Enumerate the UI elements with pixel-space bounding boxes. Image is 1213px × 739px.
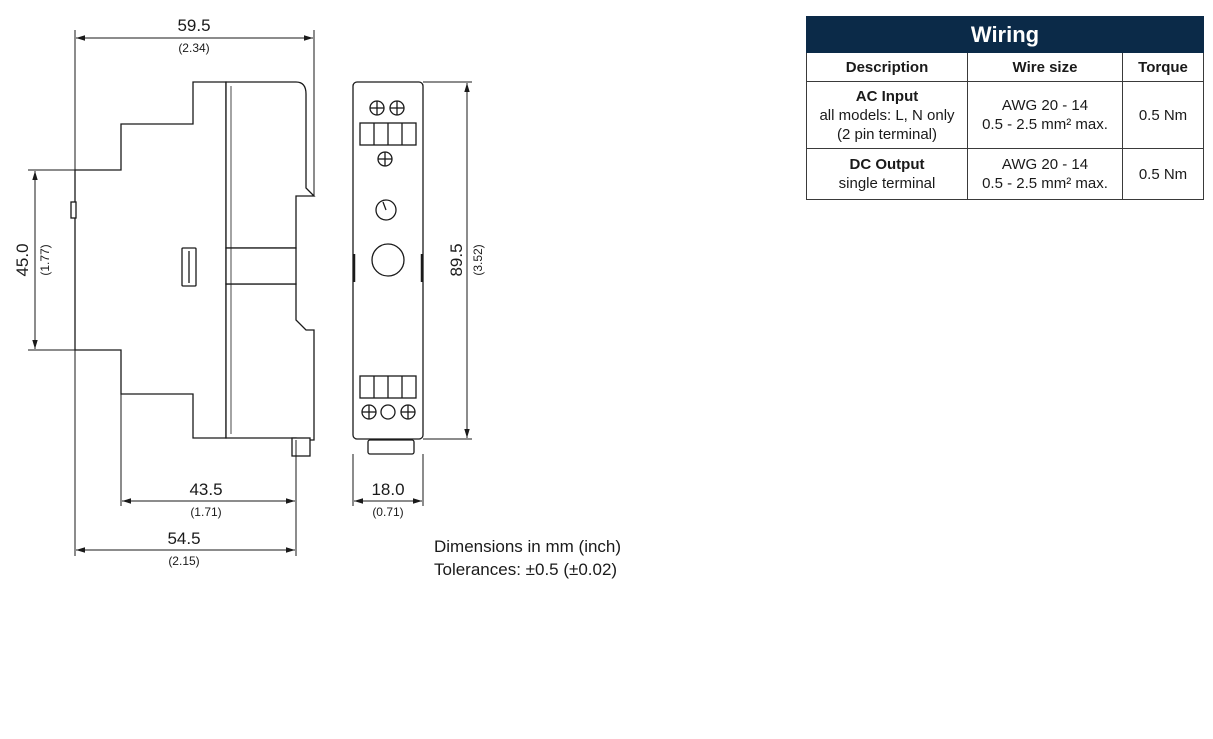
header-torque: Torque xyxy=(1122,52,1204,82)
dc-output-mm2: 0.5 - 2.5 mm² max. xyxy=(982,175,1108,192)
body-width-in: (2.15) xyxy=(168,554,199,568)
dc-output-name: DC Output xyxy=(849,156,925,173)
dimensions-note-tolerance: Tolerances: ±0.5 (±0.02) xyxy=(434,560,618,579)
dc-output-wire-size: AWG 20 - 14 0.5 - 2.5 mm² max. xyxy=(967,148,1123,200)
header-description: Description xyxy=(806,52,968,82)
ac-input-desc-line2: (2 pin terminal) xyxy=(836,125,938,143)
dimensions-note-units: Dimensions in mm (inch) xyxy=(434,537,622,556)
dimensions-note: Dimensions in mm (inch) Tolerances: ±0.5… xyxy=(434,535,621,581)
front-width-in: (0.71) xyxy=(372,505,403,519)
ac-input-name: AC Input xyxy=(855,87,919,105)
ac-input-mm2: 0.5 - 2.5 mm² max. xyxy=(982,116,1108,133)
total-width-in: (2.34) xyxy=(178,41,209,55)
dc-output-torque: 0.5 Nm xyxy=(1122,148,1204,200)
dimension-lines xyxy=(28,30,472,556)
ac-input-wire-size: AWG 20 - 14 0.5 - 2.5 mm² max. xyxy=(967,81,1123,149)
ac-input-torque: 0.5 Nm xyxy=(1122,81,1204,149)
dc-output-description: DC Output single terminal xyxy=(806,148,968,200)
dimension-drawing: 59.5 (2.34) 45.0 (1.77) 89.5 (3.52) 43.5… xyxy=(13,16,485,568)
dc-output-desc-line1: single terminal xyxy=(838,175,936,192)
body-width-mm: 54.5 xyxy=(167,529,200,548)
wiring-title: Wiring xyxy=(806,16,1204,53)
depth-mm: 43.5 xyxy=(189,480,222,499)
table-row: DC Output single terminal AWG 20 - 14 0.… xyxy=(806,148,1204,200)
header-wire-size: Wire size xyxy=(967,52,1123,82)
depth-in: (1.71) xyxy=(190,505,221,519)
ac-input-description: AC Input all models: L, N only (2 pin te… xyxy=(806,81,968,149)
front-width-mm: 18.0 xyxy=(371,480,404,499)
height-mm: 89.5 xyxy=(447,243,466,276)
dc-output-awg: AWG 20 - 14 xyxy=(1001,156,1089,173)
ac-input-desc-line1: all models: L, N only xyxy=(819,106,955,124)
ac-input-awg: AWG 20 - 14 xyxy=(1001,97,1089,114)
rail-height-in: (1.77) xyxy=(38,244,52,275)
wiring-table: Wiring Description Wire size Torque AC I… xyxy=(806,16,1204,200)
rail-height-mm: 45.0 xyxy=(13,243,32,276)
table-row: AC Input all models: L, N only (2 pin te… xyxy=(806,81,1204,149)
height-in: (3.52) xyxy=(471,244,485,275)
front-view xyxy=(352,81,424,455)
total-width-mm: 59.5 xyxy=(177,16,210,35)
side-view xyxy=(70,81,316,457)
